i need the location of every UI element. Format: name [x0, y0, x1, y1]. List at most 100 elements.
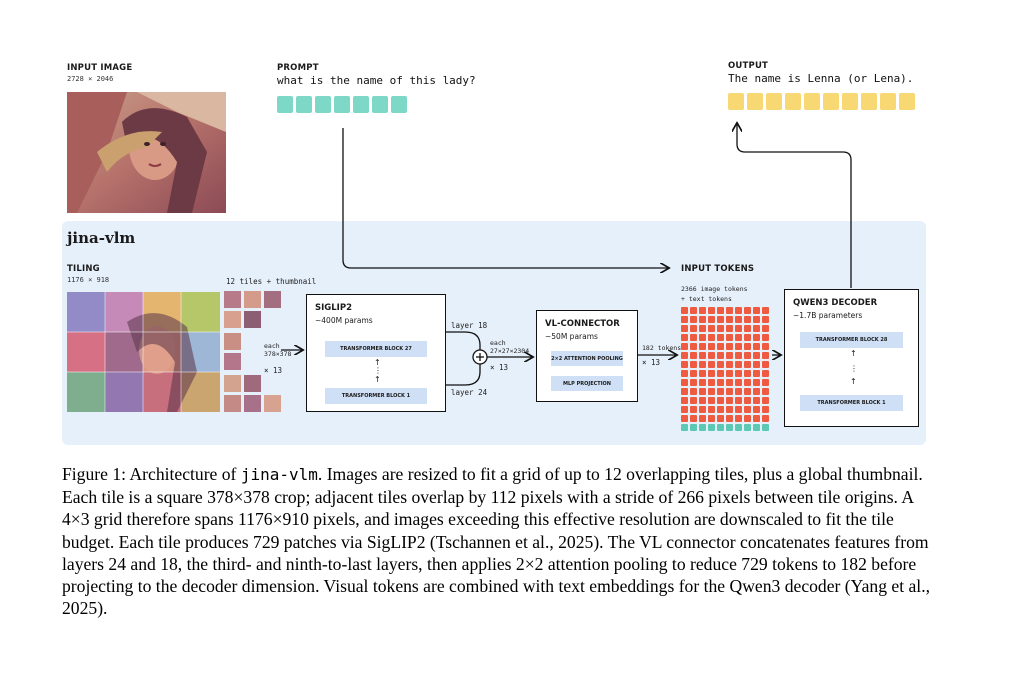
image-token: [735, 325, 742, 332]
token: [899, 93, 915, 110]
text-token: [762, 424, 769, 431]
image-token: [762, 316, 769, 323]
input-image-title: INPUT IMAGE: [67, 63, 133, 73]
token: [804, 93, 820, 110]
image-token: [753, 370, 760, 377]
image-token: [717, 406, 724, 413]
panel-title: jina-vlm: [67, 229, 136, 247]
image-token: [753, 325, 760, 332]
token: [296, 96, 312, 113]
image-token: [762, 370, 769, 377]
image-token: [735, 406, 742, 413]
image-token: [708, 388, 715, 395]
qwen3-decoder-box: QWEN3 DECODER ~1.7B parameters TRANSFORM…: [784, 289, 919, 427]
image-token: [699, 307, 706, 314]
image-token: [735, 415, 742, 422]
image-token: [753, 406, 760, 413]
input-tokens-title: INPUT TOKENS: [681, 264, 755, 274]
token: [728, 93, 744, 110]
image-token: [726, 334, 733, 341]
image-token: [717, 307, 724, 314]
connector-arrows: [281, 0, 852, 386]
image-token: [726, 325, 733, 332]
layer-18-label: layer 18: [451, 321, 488, 330]
image-token: [726, 388, 733, 395]
figure-caption: Figure 1: Architecture of jina-vlm. Imag…: [62, 463, 942, 619]
image-token: [717, 415, 724, 422]
image-token: [690, 334, 697, 341]
layer18-path: [445, 331, 481, 350]
image-token: [744, 316, 751, 323]
image-token: [681, 316, 688, 323]
image-token: [717, 325, 724, 332]
image-token: [681, 325, 688, 332]
image-token: [708, 307, 715, 314]
image-token: [762, 334, 769, 341]
up-arrow-icon: ↑: [850, 349, 857, 358]
image-token: [690, 406, 697, 413]
image-token: [717, 316, 724, 323]
image-token: [726, 343, 733, 350]
siglip2-block-top: TRANSFORMER BLOCK 27: [325, 341, 427, 357]
token: [785, 93, 801, 110]
siglip2-block-bottom: TRANSFORMER BLOCK 1: [325, 388, 427, 404]
text-token: [753, 424, 760, 431]
image-token: [690, 352, 697, 359]
image-token: [699, 343, 706, 350]
vl-connector-params: ~50M params: [545, 332, 598, 341]
image-token: [762, 343, 769, 350]
image-token: [690, 379, 697, 386]
image-token: [762, 379, 769, 386]
image-token: [708, 415, 715, 422]
image-token: [735, 352, 742, 359]
image-token: [690, 397, 697, 404]
mlp-projection-block: MLP PROJECTION: [551, 376, 623, 391]
image-token: [708, 352, 715, 359]
image-token: [744, 397, 751, 404]
image-token: [735, 388, 742, 395]
qwen3-title: QWEN3 DECODER: [793, 298, 878, 308]
image-token: [690, 388, 697, 395]
image-token: [762, 325, 769, 332]
image-token: [744, 379, 751, 386]
image-token: [681, 415, 688, 422]
image-token: [690, 307, 697, 314]
image-token: [699, 388, 706, 395]
input-token-grid: [681, 307, 771, 431]
qwen3-block-bottom: TRANSFORMER BLOCK 1: [800, 395, 903, 411]
image-token: [726, 406, 733, 413]
image-token: [753, 334, 760, 341]
image-token: [735, 379, 742, 386]
image-token: [681, 343, 688, 350]
image-token: [753, 307, 760, 314]
image-token: [744, 334, 751, 341]
image-token: [744, 388, 751, 395]
image-token: [726, 415, 733, 422]
token: [747, 93, 763, 110]
image-token: [717, 361, 724, 368]
image-token: [753, 343, 760, 350]
text-token: [717, 424, 724, 431]
ellipsis-icon: ⋮: [850, 364, 858, 373]
image-token: [744, 307, 751, 314]
image-token: [726, 397, 733, 404]
text-token: [690, 424, 697, 431]
prompt-title: PROMPT: [277, 63, 319, 73]
image-token: [699, 415, 706, 422]
image-token: [744, 370, 751, 377]
token: [766, 93, 782, 110]
image-token: [744, 361, 751, 368]
image-token: [735, 334, 742, 341]
image-token: [753, 352, 760, 359]
image-token: [681, 307, 688, 314]
token: [334, 96, 350, 113]
image-token: [690, 316, 697, 323]
image-token: [708, 379, 715, 386]
image-token: [744, 406, 751, 413]
image-token: [762, 307, 769, 314]
image-token: [726, 361, 733, 368]
text-token: [681, 424, 688, 431]
image-token: [753, 397, 760, 404]
image-token: [717, 370, 724, 377]
output-text: The name is Lenna (or Lena).: [728, 72, 914, 85]
